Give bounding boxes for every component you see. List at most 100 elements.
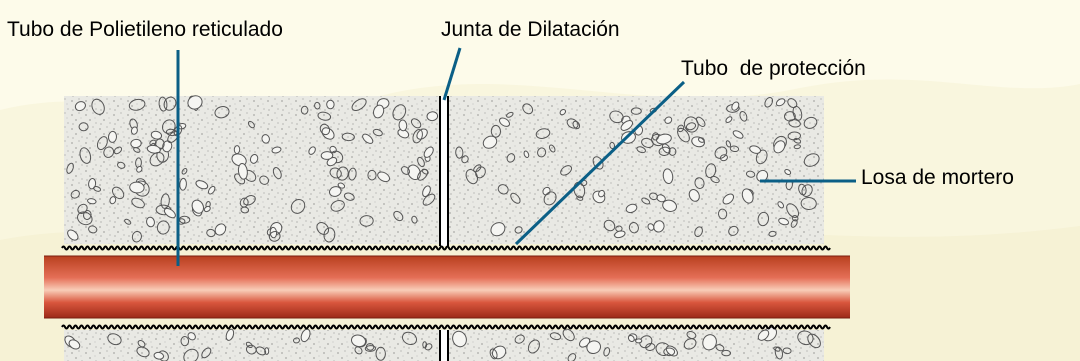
aggregate-stone [393, 210, 404, 222]
pex-pipe [44, 256, 850, 318]
aggregate-stone [330, 200, 345, 212]
aggregate-stone [499, 117, 510, 127]
expansion-joint-gap-lower [440, 330, 448, 361]
aggregate-stone [562, 328, 575, 342]
aggregate-stone [225, 328, 235, 341]
pointer-lines [176, 47, 856, 266]
pointer-line-junta-dilatacion [442, 47, 462, 101]
aggregate-stone [354, 346, 363, 355]
aggregate-stone [731, 101, 740, 111]
aggregate-stone [424, 343, 433, 351]
aggregate-stone [269, 226, 278, 239]
aggregate-stone [662, 168, 674, 185]
aggregate-stone [93, 185, 102, 192]
aggregate-stone [261, 134, 270, 144]
protection-tube-upper-wall [61, 245, 831, 251]
aggregate-stone [67, 229, 79, 241]
aggregate-stone [245, 341, 253, 349]
aggregate-stone [131, 197, 145, 209]
aggregate-stone [777, 201, 785, 209]
aggregate-stone [636, 146, 647, 154]
aggregate-stone [68, 339, 81, 350]
aggregate-stone [129, 181, 145, 194]
aggregate-stone [417, 156, 425, 168]
aggregate-stone [603, 347, 611, 357]
aggregate-stone [664, 116, 673, 124]
aggregate-stone [372, 128, 383, 137]
aggregate-stone [665, 345, 678, 357]
aggregate-stone [694, 177, 705, 189]
aggregate-stone [87, 198, 97, 205]
aggregate-stone [647, 223, 655, 231]
pointer-line-tubo-proteccion [514, 80, 686, 246]
aggregate-stone [237, 162, 248, 180]
label-tubo-proteccion: Tubo de protección [681, 57, 866, 80]
aggregate-stone [807, 333, 821, 349]
aggregate-stone [739, 110, 748, 122]
aggregate-stone [187, 95, 203, 110]
aggregate-stone [411, 215, 418, 224]
aggregate-stone [784, 168, 792, 176]
aggregate-stone [506, 153, 516, 163]
aggregate-stone [523, 150, 530, 159]
aggregate-stone [677, 124, 685, 133]
aggregate-stones [66, 95, 820, 243]
aggregate-stone [329, 167, 342, 179]
aggregate-stone [461, 155, 469, 164]
aggregate-stone [156, 220, 170, 235]
label-junta-dilatacion: Junta de Dilatación [441, 18, 620, 41]
aggregate-stone [426, 111, 439, 122]
aggregate-stone [714, 146, 728, 159]
aggregate-stone [790, 219, 798, 228]
aggregate-stone [131, 230, 142, 243]
aggregate-stone [362, 133, 374, 144]
aggregate-stone [364, 345, 376, 352]
aggregate-stone [620, 120, 634, 131]
aggregate-stone [183, 348, 199, 361]
aggregate-stone [452, 330, 467, 348]
aggregate-stone [162, 140, 173, 153]
aggregate-stone [240, 206, 250, 214]
aggregate-stone [729, 145, 740, 153]
aggregate-stone [187, 332, 196, 341]
protection-tube-lower-wall [61, 324, 831, 330]
aggregate-stone [272, 166, 282, 180]
aggregate-stone [410, 118, 422, 129]
aggregate-stone [136, 165, 143, 173]
aggregate-stone [66, 162, 74, 174]
aggregate-stone [351, 334, 366, 348]
aggregate-stone [764, 97, 774, 108]
aggregate-stone [510, 192, 521, 204]
aggregate-stone [308, 146, 316, 155]
aggregate-stone [214, 223, 227, 236]
aggregate-stone [677, 127, 690, 143]
aggregate-stone [400, 166, 411, 175]
aggregate-stone [455, 146, 464, 159]
aggregate-stone [683, 116, 699, 133]
aggregate-stone [506, 111, 514, 118]
aggregate-stone [373, 104, 385, 119]
aggregate-stone [773, 140, 786, 154]
aggregate-stone [326, 99, 335, 110]
aggregate-stone [421, 168, 429, 175]
aggregate-stone [341, 132, 355, 142]
aggregate-stone [609, 110, 624, 124]
aggregate-stone [717, 208, 728, 220]
aggregate-stone [247, 120, 255, 129]
aggregate-stone [514, 334, 525, 344]
aggregate-stone [482, 135, 498, 149]
label-tubo-polietileno: Tubo de Polietileno reticulado [7, 18, 283, 41]
aggregate-stone [475, 166, 486, 179]
aggregate-stone [351, 98, 367, 111]
aggregate-stone [180, 336, 190, 347]
aggregate-stone [320, 151, 334, 160]
aggregate-stone [749, 145, 762, 154]
aggregate-stone [314, 101, 321, 110]
aggregate-stone [655, 133, 672, 145]
aggregate-stone [206, 228, 216, 238]
aggregate-stone [641, 197, 651, 205]
aggregate-stone [686, 330, 697, 340]
aggregate-stone [207, 185, 216, 195]
aggregate-stone [377, 171, 391, 183]
